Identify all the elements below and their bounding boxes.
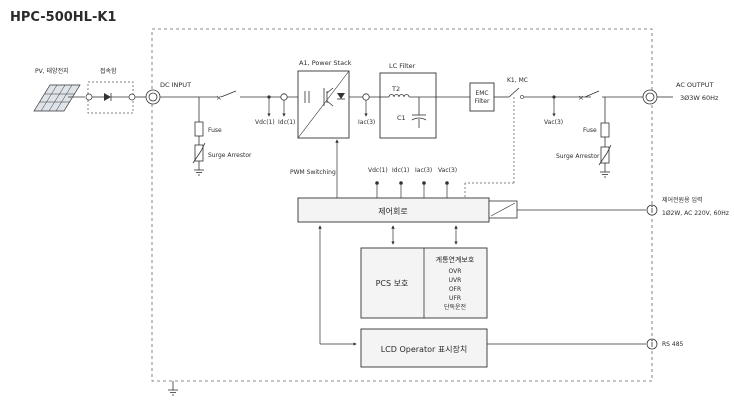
- igbt-icon: [323, 87, 334, 107]
- switch-contact-icon: ×: [578, 94, 584, 102]
- vac3-label: Vac(3): [544, 119, 563, 126]
- idc1-label: Idc(1): [278, 119, 295, 126]
- emc-label-line2: Filter: [475, 98, 490, 105]
- pcs-protection-label: PCS 보호: [376, 279, 409, 288]
- junction-box: [87, 81, 134, 114]
- diagram-title: HPC-500HL-K1: [10, 10, 116, 25]
- lcd-operator-label: LCD Operator 표시장치: [381, 344, 468, 354]
- emc-label-line1: EMC: [475, 90, 488, 97]
- pwm-label: PWM Switching: [290, 169, 336, 176]
- rs485-terminal-icon: [646, 338, 658, 350]
- current-sensor-icon: [362, 93, 370, 101]
- ground-icon: [194, 169, 204, 176]
- contact-icon: [520, 95, 524, 99]
- control-circuit-label: 제어회로: [378, 206, 407, 216]
- grid-item: OFR: [449, 286, 461, 293]
- ctrl-power-label-2: 1Ø2W, AC 220V, 60Hz: [662, 210, 729, 217]
- switch-contact-icon: ×: [216, 94, 222, 102]
- capacitor-icon: [411, 114, 427, 121]
- terminal-icon: [85, 93, 93, 101]
- inductor-icon: [388, 94, 410, 98]
- lc-filter-label: LC Filter: [389, 62, 416, 70]
- ac-spec-label: 3Ø3W 60Hz: [680, 94, 719, 102]
- surge-arrestor-right-icon: [598, 144, 612, 166]
- ac-output-label: AC OUTPUT: [676, 81, 713, 89]
- current-sensor-icon: [280, 93, 288, 101]
- ground-icon: [600, 171, 610, 178]
- dc-input-connector-icon: [145, 89, 161, 105]
- grid-item: 단독운전: [444, 303, 466, 311]
- fuse-right-label: Fuse: [583, 127, 597, 134]
- ctrl-power-label-1: 제어전원용 입력: [662, 196, 703, 204]
- pv-panel-icon: [33, 84, 81, 112]
- measurement-inputs: [375, 181, 449, 198]
- k1-label: K1, MC: [507, 77, 528, 84]
- junction-label: 접속함: [100, 67, 117, 75]
- t2-label: T2: [391, 85, 400, 93]
- fuse-left-label: Fuse: [208, 127, 222, 134]
- fuse-left-icon: [194, 121, 204, 137]
- meas-vdc1-label: Vdc(1): [368, 167, 388, 174]
- lcd-operator-box: [360, 328, 488, 368]
- c1-label: C1: [397, 114, 406, 122]
- meas-idc1-label: Idc(1): [392, 167, 409, 174]
- surge-right-label: Surge Arrestor: [556, 153, 600, 160]
- fuse-right-icon: [600, 122, 610, 138]
- diode-icon: [104, 93, 112, 101]
- surge-left-label: Surge Arrestor: [208, 152, 252, 159]
- ac-switch-icon: [584, 90, 600, 98]
- terminal-icon: [128, 93, 136, 101]
- meas-vac3-label: Vac(3): [438, 167, 457, 174]
- rs485-label: RS 485: [662, 341, 684, 348]
- grid-item: OVR: [449, 268, 462, 275]
- k1-contactor-icon: [508, 87, 520, 98]
- grid-item: UVR: [449, 277, 462, 284]
- grid-protection-title: 계통연계보호: [436, 255, 475, 264]
- emc-filter-box: [469, 82, 495, 112]
- grid-item: UFR: [449, 295, 461, 302]
- pv-label: PV, 태양전지: [35, 67, 69, 75]
- vdc1-label: Vdc(1): [255, 119, 275, 126]
- control-power-terminal-icon: [646, 204, 658, 216]
- power-stack-label: A1, Power Stack: [299, 59, 352, 67]
- capacitor-icon: [304, 91, 310, 103]
- surge-arrestor-left-icon: [192, 142, 206, 164]
- lc-filter-box: [379, 72, 437, 139]
- dc-input-label: DC INPUT: [160, 81, 191, 89]
- meas-iac3-label: Iac(3): [415, 167, 432, 174]
- converter-icon: [490, 202, 516, 217]
- ground-icon: [168, 389, 178, 396]
- power-stack-diagonal: [297, 70, 350, 139]
- control-circuit-box: [297, 197, 490, 223]
- diode-icon: [337, 93, 345, 100]
- ac-output-connector-icon: [642, 89, 658, 105]
- iac3-label: Iac(3): [358, 119, 375, 126]
- dc-switch-icon: [220, 90, 237, 98]
